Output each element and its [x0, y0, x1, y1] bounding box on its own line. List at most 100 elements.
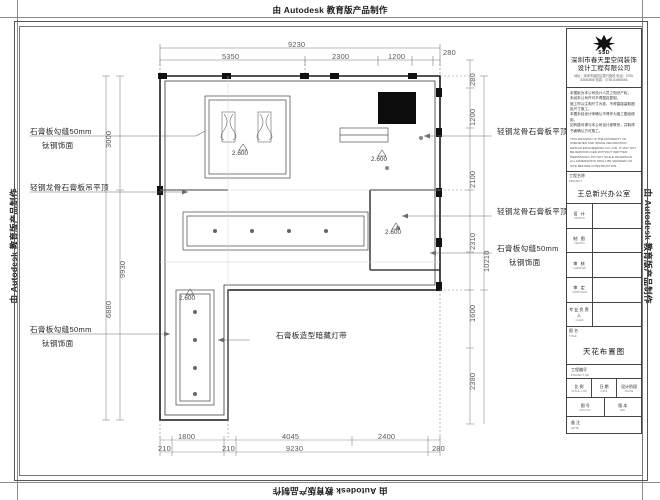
footer-cell-scale-zh: 比 例 — [574, 383, 584, 389]
project-label: 工程名称 PROJECT — [567, 172, 641, 184]
signature-label-3-en: APPROVED — [572, 291, 587, 295]
dim-right-seg-6: 2380 — [468, 372, 477, 390]
footer-note-label-en: NOTE — [571, 425, 579, 430]
dim-right-seg-5: 1600 — [468, 304, 477, 322]
footer-cell-scale: 比 例 SCALE 1:100 — [567, 379, 592, 398]
footer-note-label: 备 注 NOTE — [569, 419, 639, 431]
dim-right-seg-2: 1200 — [468, 108, 477, 126]
drawing-title-label: 图 名 TITLE — [567, 327, 641, 339]
signature-label-0-en: DESIGN — [574, 217, 585, 221]
signature-label-1-en: DRAWN — [574, 242, 585, 246]
ssd-logo-icon — [592, 34, 616, 53]
drawing-title-label-en: TITLE — [569, 334, 577, 339]
project-number-label-en: PROJECT NO. — [571, 373, 590, 378]
footer-cell-dwgno-zh: 图 号 — [580, 402, 590, 408]
signature-row-1: 制 图 DRAWN — [567, 228, 641, 254]
dim-left-seg-2: 9930 — [118, 260, 127, 278]
dim-right-inner: 10210 — [482, 250, 491, 272]
dim-top-seg-1: 5350 — [222, 52, 240, 61]
signature-row-4: 专业负责人 CHIEF — [567, 302, 641, 328]
note-english: THIS DRAWING IS THE PROPERTY OF SHENZHEN… — [570, 137, 637, 168]
signature-label-2-en: CHECKED — [572, 266, 587, 270]
elevation-marker-4: 2.600 — [179, 295, 195, 302]
footer-cell-date-en: DATE — [600, 389, 608, 393]
footer-cell-date: 日 期 DATE — [592, 379, 617, 398]
watermark-top: 由 Autodesk 教育版产品制作 — [272, 5, 388, 15]
annotation-right-bottom-1: 石膏板勾缝50mm — [497, 244, 559, 253]
signature-value-0[interactable] — [593, 204, 641, 228]
project-label-zh: 工程名称 — [569, 172, 585, 178]
annotation-left-top-1: 石膏板勾缝50mm — [30, 127, 92, 136]
ssd-logo-text: SSD — [598, 50, 610, 56]
signature-label-3: 审 定 APPROVED — [567, 277, 593, 302]
drawing-name: 天花布置图 — [583, 347, 625, 357]
project-number-row: 工程编号 PROJECT NO. — [567, 365, 641, 380]
footer-cell-scale-en: SCALE 1:100 — [571, 389, 587, 393]
watermark-rule-bottom — [0, 482, 660, 483]
footer-cell-phase: 设计阶段 PHASE — [617, 379, 641, 397]
project-number-label-zh: 工程编号 — [571, 367, 587, 373]
signature-label-0: 设 计 DESIGN — [567, 204, 593, 228]
dim-left-seg-3: 6880 — [104, 300, 113, 318]
signature-label-1: 制 图 DRAWN — [567, 228, 593, 253]
dim-bottom-seg-3: 2400 — [378, 432, 396, 441]
footer-cell-phase-en: PHASE — [624, 389, 634, 393]
sheet-frame-outer — [14, 21, 648, 481]
signature-value-2[interactable] — [593, 253, 641, 277]
project-label-en: PROJECT — [569, 178, 583, 183]
dim-bottom-overall: 9230 — [286, 444, 304, 453]
signature-label-3-zh: 审 定 — [573, 285, 586, 291]
annotation-left-bottom-1: 石膏板勾缝50mm — [30, 325, 92, 334]
company-address: 地址：深圳市福田区振兴路段 电话：0755-83660888 传真：0755-8… — [573, 74, 635, 82]
note-chinese: 本图纸为本公司设计人员之知识产权， 未经本公司许可不得擅自复制。 施工时以注明尺… — [570, 90, 635, 133]
watermark-rule-left — [17, 0, 18, 500]
signature-label-2: 审 核 CHECKED — [567, 253, 593, 277]
annotation-right-top: 轻钢龙骨石膏板平顶 — [497, 127, 569, 136]
signature-row-0: 设 计 DESIGN — [567, 204, 641, 229]
signature-row-2: 审 核 CHECKED — [567, 253, 641, 278]
title-block-notes: 本图纸为本公司设计人员之知识产权， 未经本公司许可不得擅自复制。 施工时以注明尺… — [567, 88, 641, 172]
title-block: SSD 深圳市春天里空间装饰设计工程有限公司 地址：深圳市福田区振兴路段 电话：… — [566, 28, 642, 434]
footer-note-cell: 备 注 NOTE — [567, 417, 641, 433]
dim-top-seg-2: 2300 — [332, 52, 350, 61]
title-block-logo: SSD 深圳市春天里空间装饰设计工程有限公司 地址：深圳市福田区振兴路段 电话：… — [567, 29, 641, 88]
dim-bottom-small-1: 210 — [158, 444, 171, 453]
annotation-center-bottom: 石膏板造型暗藏灯带 — [276, 331, 348, 340]
dim-bottom-seg-1: 1800 — [178, 432, 196, 441]
dim-bottom-small-2: 210 — [222, 444, 235, 453]
annotation-left-top-2: 钛钢饰面 — [42, 141, 74, 150]
annotation-right-mid: 轻钢龙骨石膏板平顶 — [497, 207, 569, 216]
footer-cell-dwgno-en: DWG.NO. — [579, 408, 592, 412]
project-name: 王总新兴办公室 — [577, 190, 631, 198]
footer-row-1: 比 例 SCALE 1:100 日 期 DATE 设计阶段 PHASE — [567, 379, 641, 399]
footer-cell-rev-en: REV. — [619, 408, 626, 412]
dim-top-overall: 9230 — [288, 40, 306, 49]
signature-value-4[interactable] — [593, 303, 641, 327]
elevation-marker-2: 2.600 — [371, 156, 387, 163]
signature-value-3[interactable] — [593, 278, 641, 302]
dim-right-seg-1: 280 — [468, 73, 477, 86]
drawing-title-row: 图 名 TITLE 天花布置图 — [567, 327, 641, 366]
signature-label-0-zh: 设 计 — [573, 211, 586, 217]
dim-top-seg-3: 1200 — [388, 52, 406, 61]
annotation-left-bottom-2: 钛钢饰面 — [42, 339, 74, 348]
signature-label-4-zh: 专业负责人 — [569, 306, 590, 318]
footer-cell-date-zh: 日 期 — [599, 383, 609, 389]
elevation-marker-3: 2.600 — [385, 229, 401, 236]
project-row: 工程名称 PROJECT 王总新兴办公室 — [567, 172, 641, 205]
elevation-marker-1: 2.600 — [232, 150, 248, 157]
footer-cell-dwgno: 图 号 DWG.NO. — [567, 398, 605, 416]
annotation-left-mid: 轻钢龙骨石膏板吊平顶 — [30, 183, 109, 192]
signature-label-4-en: CHIEF — [575, 318, 584, 322]
footer-cell-phase-zh: 设计阶段 — [621, 383, 637, 389]
dim-right-seg-4: 2310 — [468, 232, 477, 250]
footer-cell-rev-zh: 版 本 — [618, 402, 628, 408]
signature-row-3: 审 定 APPROVED — [567, 277, 641, 303]
signature-label-1-zh: 制 图 — [573, 236, 586, 242]
signature-value-1[interactable] — [593, 229, 641, 253]
ceiling-feature-dark — [378, 92, 416, 124]
dim-top-seg-4: 280 — [443, 48, 456, 57]
dim-bottom-small-3: 280 — [432, 444, 445, 453]
